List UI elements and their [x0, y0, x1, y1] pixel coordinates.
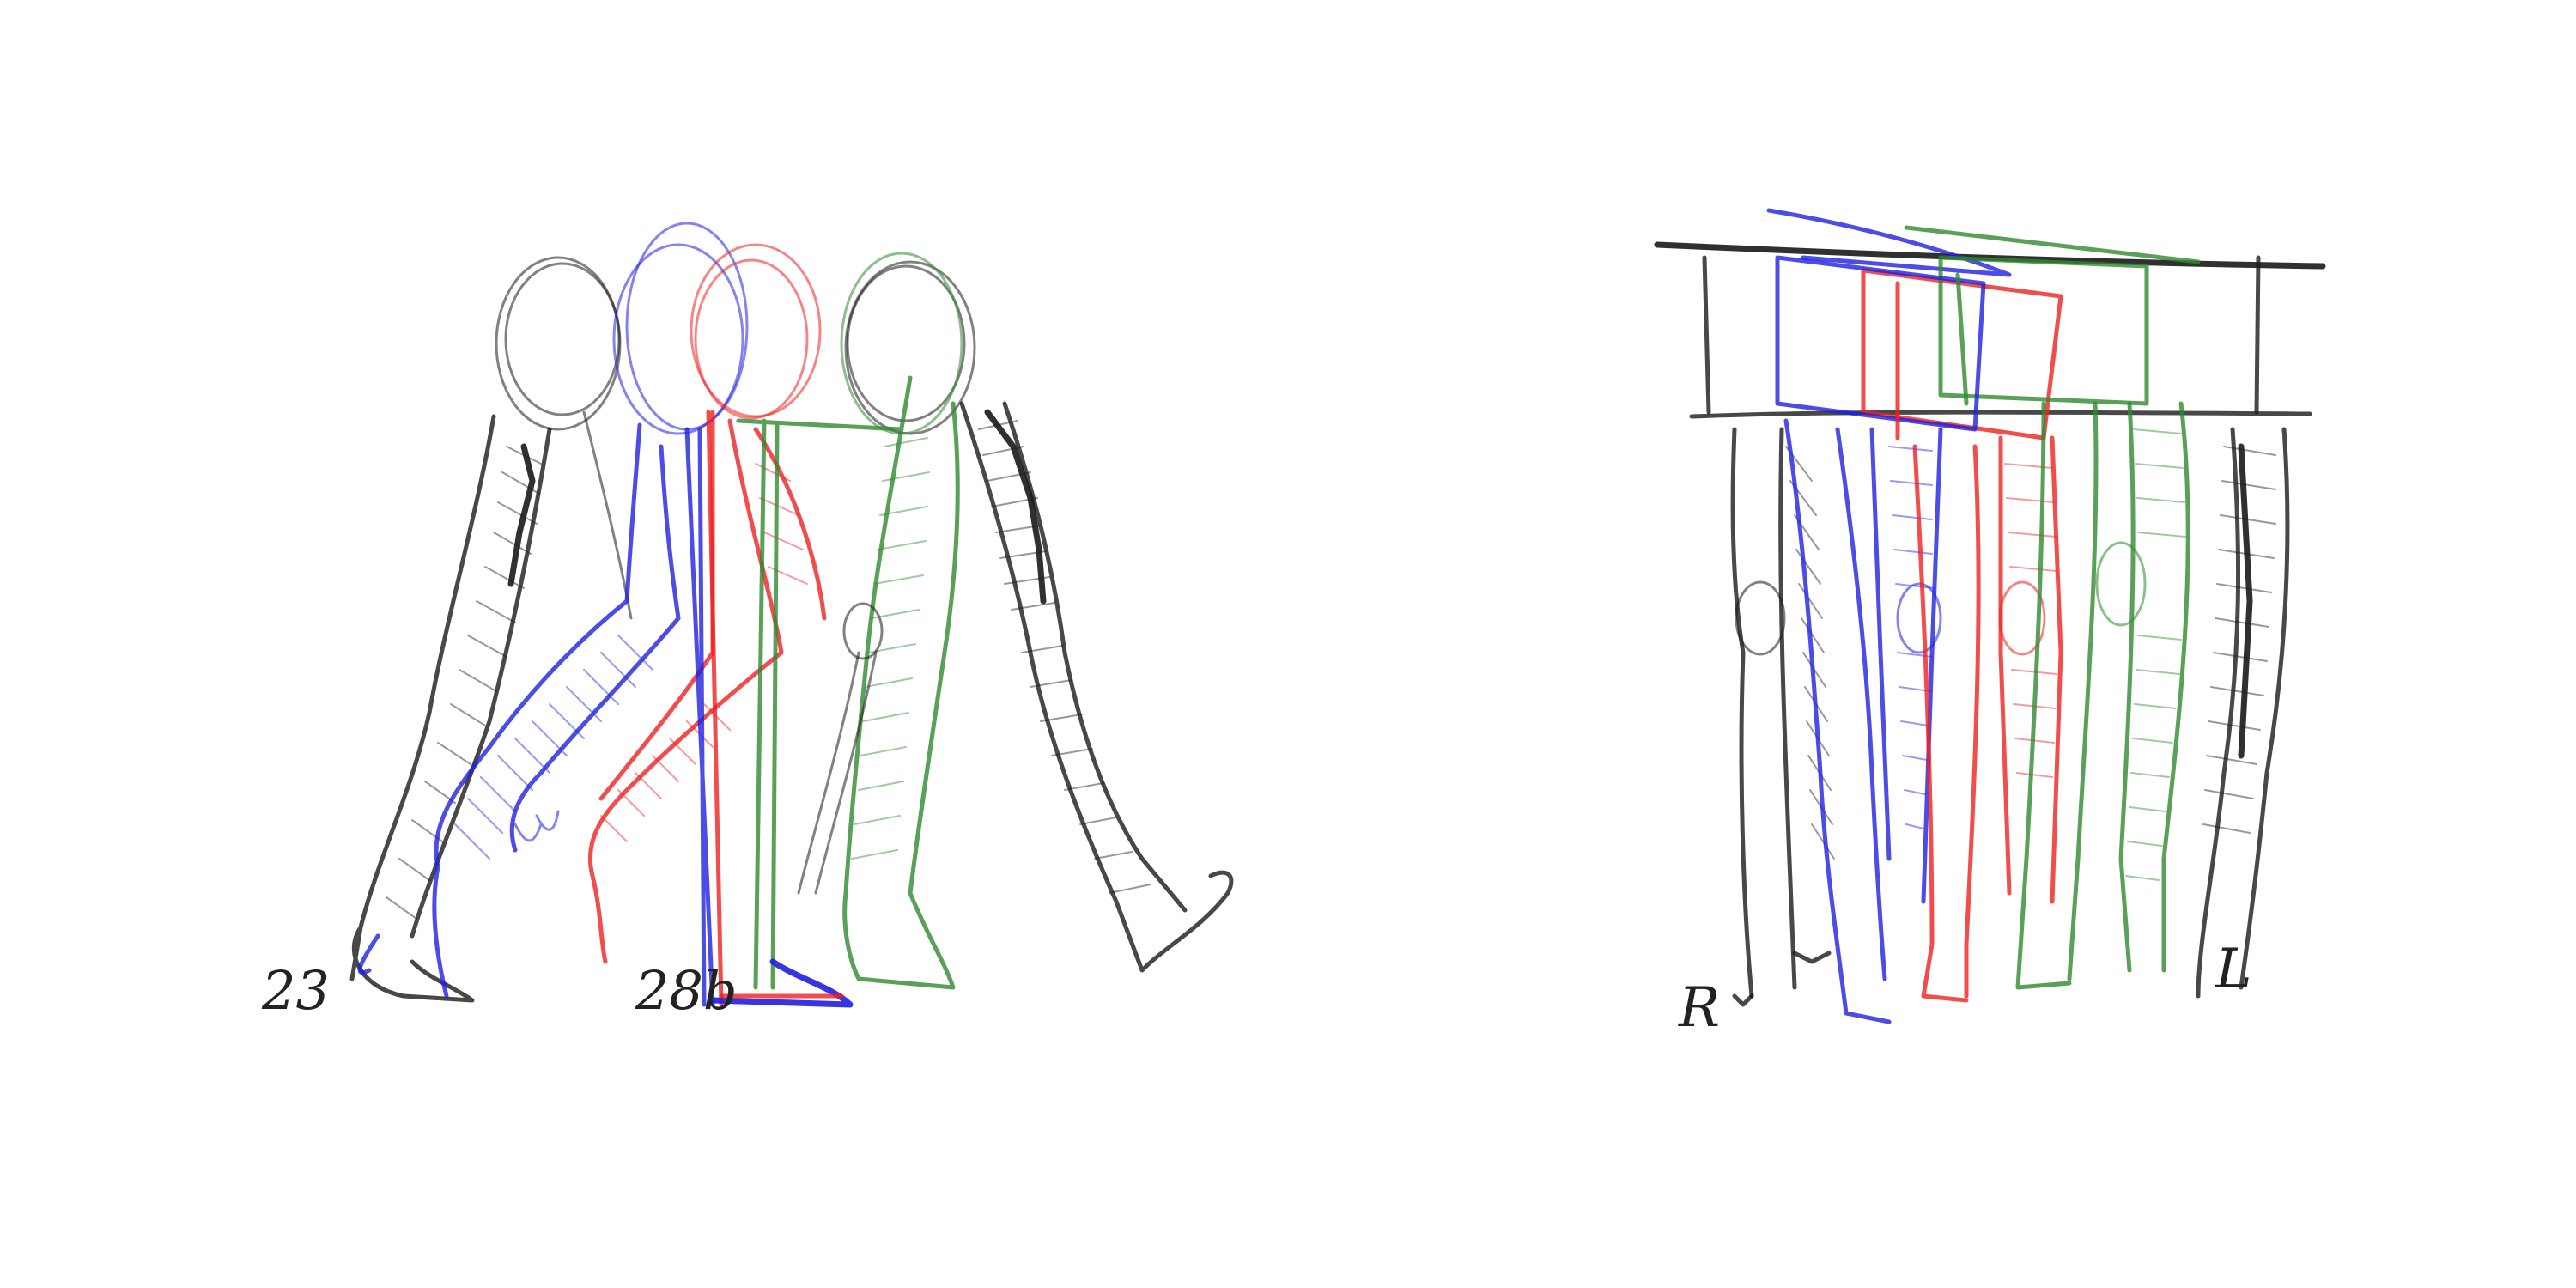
side-green-hip-circle: [840, 252, 963, 435]
side-blue-hip-circle: [612, 243, 744, 435]
side-green-leg: [736, 252, 963, 990]
front-left-side-label: L: [2215, 938, 2252, 1001]
side-center-overlap: [684, 410, 884, 1008]
side-blue-leg: [357, 222, 749, 999]
side-red-hip-circle: [690, 243, 822, 418]
front-hip-bars: [1654, 208, 2326, 440]
front-blue-leg: [1783, 418, 1943, 1024]
front-view-legs: R L: [1654, 208, 2326, 1040]
side-black-back-leg: [349, 256, 633, 1003]
side-black-front-leg: [844, 260, 1234, 973]
side-view-walk-cycle: 23 28b: [261, 222, 1234, 1022]
front-black-left-leg: [2196, 255, 2290, 999]
side-middle-number-label: 28b: [635, 959, 738, 1022]
side-left-number-label: 23: [261, 959, 330, 1022]
front-right-side-label: R: [1678, 976, 1720, 1040]
front-green-leg: [1955, 272, 2190, 990]
side-black-back-leg-outline: [349, 414, 552, 1003]
front-black-right-leg: [1702, 255, 1835, 1007]
